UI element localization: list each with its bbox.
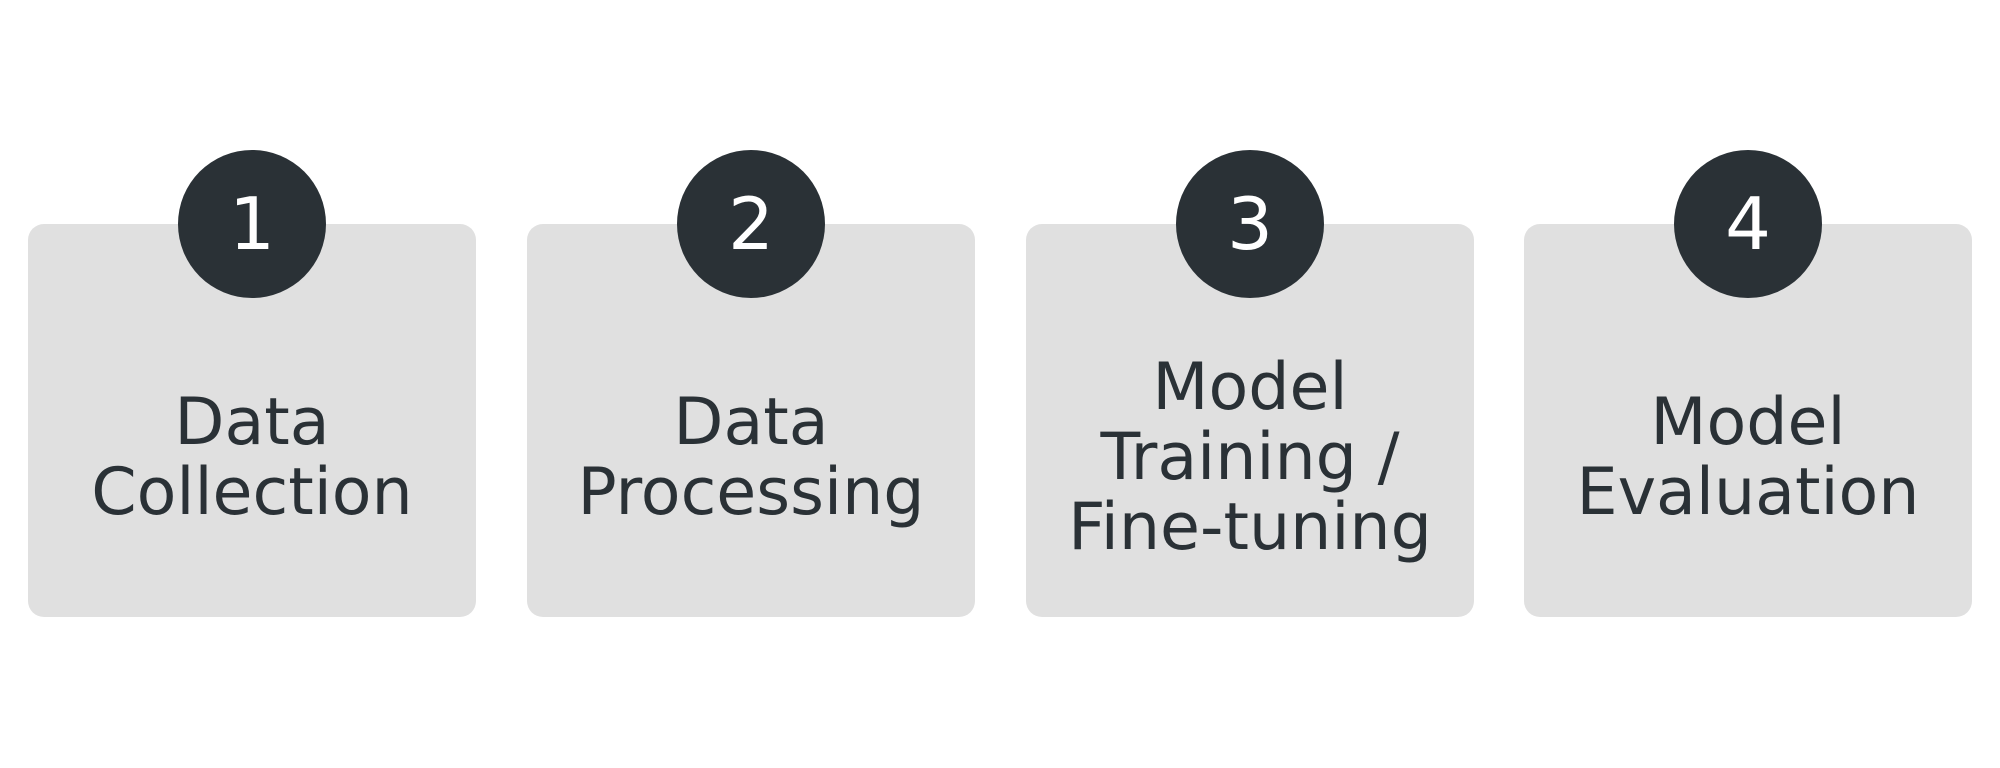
step-number-badge: 3: [1176, 150, 1324, 298]
step-number-badge: 1: [178, 150, 326, 298]
step-label-line: Data: [174, 384, 330, 460]
step-card-data-collection: 1 Data Collection: [28, 150, 476, 617]
step-card-model-evaluation: 4 Model Evaluation: [1524, 150, 1972, 617]
step-label: Model Evaluation: [1524, 298, 1972, 617]
step-label-line: Model: [1152, 349, 1348, 425]
step-label: Data Processing: [527, 298, 975, 617]
step-label-line: Processing: [577, 454, 925, 530]
step-label: Data Collection: [28, 298, 476, 617]
step-label-line: Fine-tuning: [1068, 489, 1432, 565]
step-label-line: Evaluation: [1576, 454, 1920, 530]
step-card-model-training: 3 Model Training / Fine-tuning: [1026, 150, 1474, 617]
step-number-badge: 2: [677, 150, 825, 298]
step-label-line: Model: [1650, 384, 1846, 460]
step-label-line: Data: [673, 384, 829, 460]
step-label-line: Collection: [91, 454, 413, 530]
step-label-line: Training /: [1100, 419, 1400, 495]
step-card-data-processing: 2 Data Processing: [527, 150, 975, 617]
step-number-badge: 4: [1674, 150, 1822, 298]
step-label: Model Training / Fine-tuning: [1026, 298, 1474, 617]
